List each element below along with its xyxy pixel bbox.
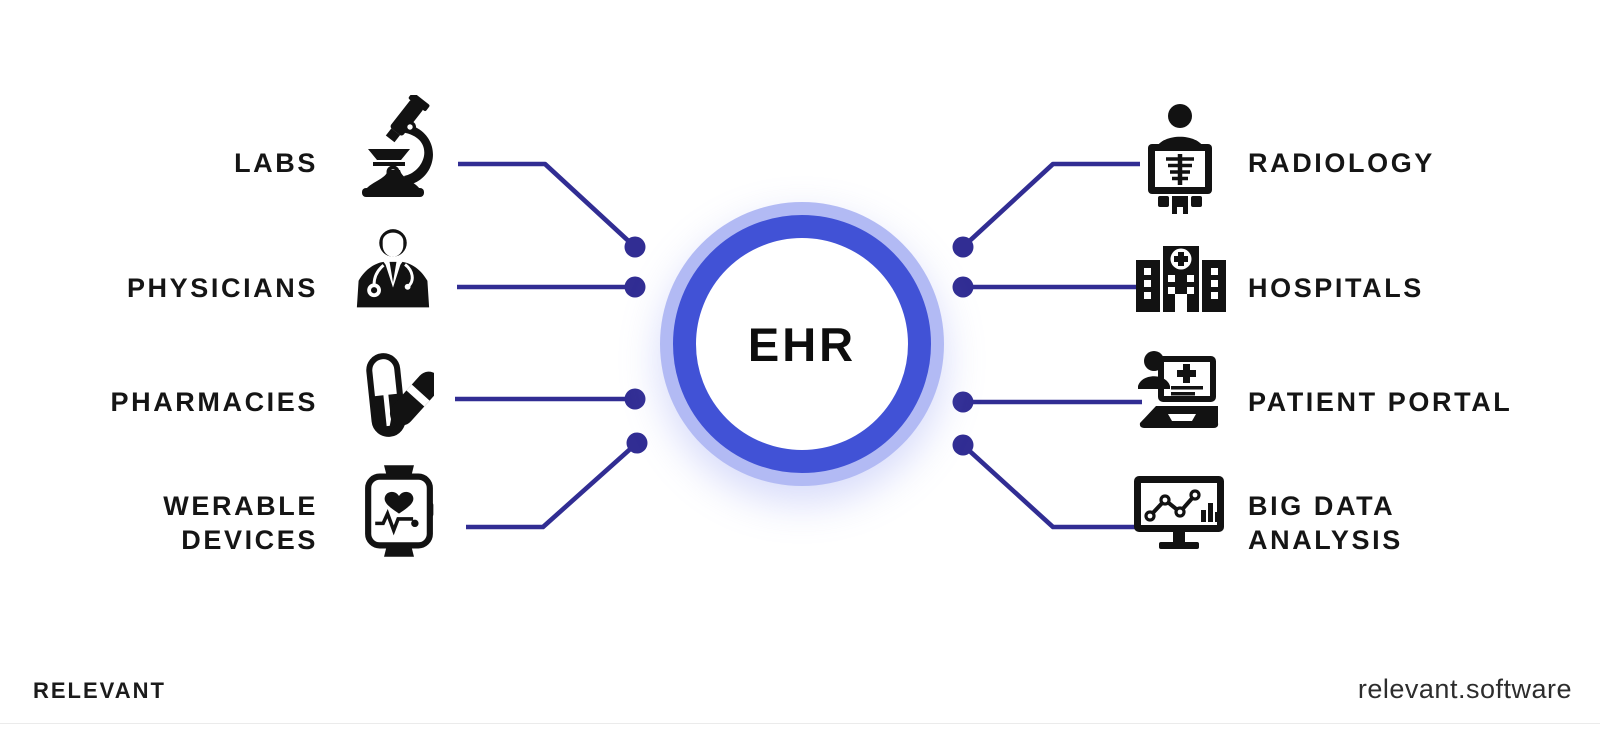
hub-label: EHR xyxy=(747,317,857,371)
connector-dot xyxy=(952,434,974,456)
connector-dot xyxy=(624,236,646,258)
microscope-icon xyxy=(346,95,438,197)
node-label-werable-devices: WERABLE DEVICES xyxy=(163,491,318,555)
website-text: relevant.software xyxy=(1357,674,1572,704)
connector-line-werable-devices xyxy=(466,441,639,530)
connector-dot xyxy=(626,432,648,454)
brand-logo: RELEVANT xyxy=(33,678,166,703)
hospital-building-icon xyxy=(1136,242,1226,312)
connector-dot xyxy=(624,388,646,410)
connector-dot xyxy=(952,236,974,258)
node-label-patient-portal: PATIENT PORTAL xyxy=(1248,387,1513,417)
hub-circle: EHR xyxy=(673,215,931,473)
pills-icon xyxy=(352,348,434,440)
connector-line-radiology xyxy=(961,161,1140,249)
xray-patient-icon xyxy=(1138,104,1222,214)
doctor-icon xyxy=(350,222,436,312)
connector-dot xyxy=(952,391,974,413)
node-label-pharmacies: PHARMACIES xyxy=(110,387,318,417)
patient-portal-laptop-icon xyxy=(1134,350,1220,430)
node-label-hospitals: HOSPITALS xyxy=(1248,273,1424,303)
connector-dot xyxy=(624,276,646,298)
connector-line-big-data xyxy=(961,443,1136,530)
node-label-labs: LABS xyxy=(234,148,318,178)
node-label-big-data-analysis: BIG DATA ANALYSIS xyxy=(1248,491,1403,555)
node-label-physicians: PHYSICIANS xyxy=(126,273,318,303)
node-label-radiology: RADIOLOGY xyxy=(1248,148,1435,178)
analytics-monitor-icon xyxy=(1132,474,1226,550)
connector-dot xyxy=(952,276,974,298)
connector-line-labs xyxy=(458,161,637,249)
smartwatch-icon xyxy=(362,460,436,562)
bottom-divider xyxy=(0,723,1600,724)
